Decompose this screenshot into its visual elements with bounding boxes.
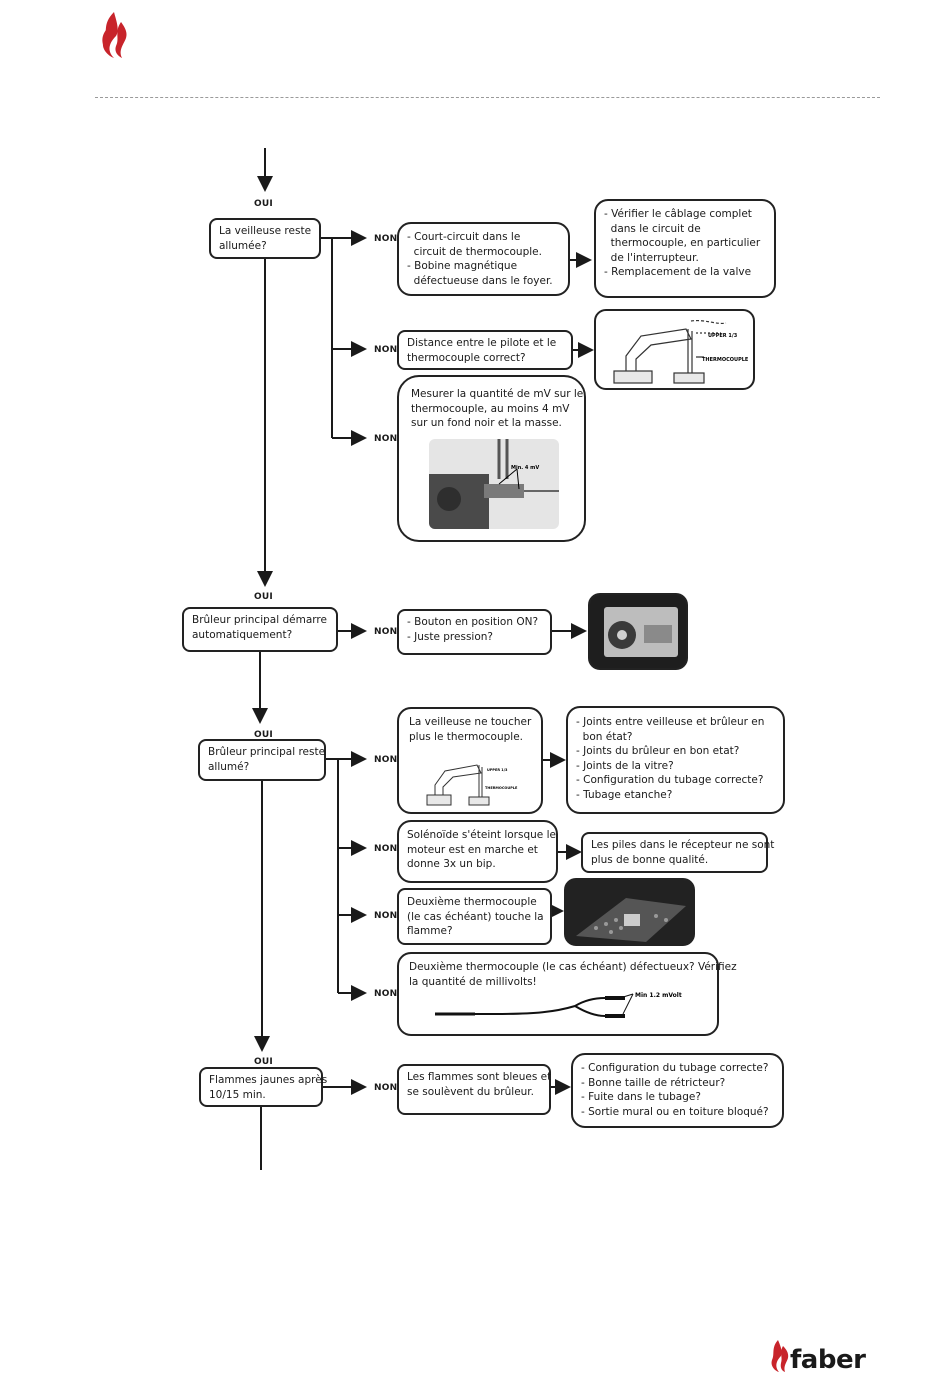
cause-pilot-not-touching: La veilleuse ne toucher plus le thermoco…: [397, 707, 543, 814]
brand-name: faber: [790, 1345, 866, 1374]
text-line: - Court-circuit dans le: [407, 231, 521, 243]
question-main-burner-starts: Brûleur principal démarre automatiquemen…: [182, 607, 338, 652]
text-line: Deuxième thermocouple: [407, 896, 537, 908]
action-replace-batteries: Les piles dans le récepteur ne sont plus…: [581, 832, 775, 873]
text-line: de l'interrupteur.: [604, 251, 699, 264]
text-line: - Joints entre veilleuse et brûleur en: [576, 716, 765, 728]
text-line: La veilleuse reste: [219, 225, 312, 237]
cause-pilot-distance: Distance entre le pilote et le thermocou…: [397, 330, 573, 370]
text-line: - Sortie mural ou en toiture bloqué?: [581, 1105, 769, 1118]
flame-logo-icon: [94, 10, 134, 60]
min-1-2-mvolt-label: Min 1.2 mVolt: [635, 992, 682, 999]
no-label: NON: [374, 434, 398, 444]
valve-photo: Min. 4 mV: [429, 439, 559, 529]
cause-short-circuit: - Court-circuit dans le circuit de therm…: [397, 222, 570, 296]
text-line: Les piles dans le récepteur ne sont: [591, 839, 775, 851]
text-line: 10/15 min.: [209, 1088, 266, 1101]
yes-label: OUI: [254, 199, 273, 209]
no-label: NON: [374, 345, 398, 355]
text-line: Distance entre le pilote et le: [407, 337, 557, 349]
thermocouple-label: THERMOCOUPLE: [702, 357, 749, 363]
action-check-millivolts: Deuxième thermocouple (le cas échéant) d…: [397, 952, 737, 1036]
thermocouple-label: THERMOCOUPLE: [485, 786, 518, 790]
yes-label: OUI: [254, 1057, 273, 1067]
question-main-burner-stays-lit: Brûleur principal reste allumé?: [198, 739, 326, 781]
text-line: - Bobine magnétique: [407, 260, 518, 272]
cause-solenoid-off: Solénoïde s'éteint lorsque le moteur est…: [397, 820, 558, 883]
text-line: thermocouple, au moins 4 mV: [411, 402, 570, 415]
text-line: - Bonne taille de rétricteur?: [581, 1076, 726, 1089]
no-label: NON: [374, 627, 398, 637]
text-line: - Vérifier le câblage complet: [604, 208, 752, 220]
text-line: la quantité de millivolts!: [409, 975, 537, 988]
question-pilot-stays-lit: La veilleuse reste allumée?: [209, 218, 321, 259]
text-line: donne 3x un bip.: [407, 858, 496, 870]
text-line: Flammes jaunes après: [209, 1074, 328, 1086]
text-line: moteur est en marche et: [407, 843, 538, 856]
no-label: NON: [374, 1083, 398, 1093]
action-measure-mv: Mesurer la quantité de mV sur le thermoc…: [397, 375, 586, 542]
burner-photo: [564, 878, 695, 946]
question-yellow-flames: Flammes jaunes après 10/15 min.: [199, 1067, 328, 1107]
text-line: allumé?: [208, 760, 250, 773]
yes-label: OUI: [254, 730, 273, 740]
faber-logo: faber: [768, 1338, 878, 1375]
action-check-flue: - Configuration du tubage correcte? - Bo…: [571, 1053, 784, 1128]
text-line: - Joints de la vitre?: [576, 759, 674, 772]
text-line: Les flammes sont bleues et: [407, 1071, 552, 1083]
flame-logo-icon: [771, 1340, 789, 1372]
text-line: Mesurer la quantité de mV sur le: [411, 388, 584, 400]
thermocouple-diagram-image: UPPER 1/3 THERMOCOUPLE: [594, 309, 755, 390]
text-line: thermocouple correct?: [407, 351, 526, 364]
no-label: NON: [374, 844, 398, 854]
cause-button-on: - Bouton en position ON? - Juste pressio…: [397, 609, 552, 655]
text-line: - Configuration du tubage correcte?: [576, 774, 764, 786]
text-line: - Joints du brûleur en bon etat?: [576, 745, 740, 757]
no-label: NON: [374, 911, 398, 921]
text-line: thermocouple, en particulier: [604, 237, 761, 249]
no-label: NON: [374, 989, 398, 999]
text-line: - Remplacement de la valve: [604, 266, 752, 278]
upper-label: UPPER 1/3: [487, 768, 508, 772]
text-line: plus de bonne qualité.: [591, 853, 709, 866]
text-line: automatiquement?: [192, 628, 293, 641]
text-line: Deuxième thermocouple (le cas échéant) d…: [409, 961, 737, 973]
text-line: flamme?: [407, 925, 453, 937]
text-line: défectueuse dans le foyer.: [407, 274, 553, 287]
text-line: Solénoïde s'éteint lorsque le: [407, 829, 556, 841]
thermocouple-cable-image: Min 1.2 mVolt: [435, 992, 682, 1018]
text-line: Brûleur principal démarre: [192, 614, 327, 626]
text-line: bon état?: [576, 730, 633, 743]
text-line: (le cas échéant) touche la: [407, 910, 544, 923]
text-line: circuit de thermocouple.: [407, 245, 542, 258]
text-line: se soulèvent du brûleur.: [407, 1085, 534, 1098]
action-check-seals: - Joints entre veilleuse et brûleur en b…: [566, 706, 785, 814]
min-4mv-label: Min. 4 mV: [511, 465, 539, 471]
cause-second-thermocouple-flame: Deuxième thermocouple (le cas échéant) t…: [397, 888, 552, 945]
text-line: - Tubage etanche?: [576, 788, 673, 801]
text-line: - Configuration du tubage correcte?: [581, 1062, 769, 1074]
cause-blue-flames: Les flammes sont bleues et se soulèvent …: [397, 1064, 551, 1115]
no-label: NON: [374, 234, 398, 244]
control-knob-photo: [588, 593, 688, 670]
upper-label: UPPER 1/3: [708, 333, 738, 339]
text-line: sur un fond noir et la masse.: [411, 417, 562, 429]
text-line: Brûleur principal reste: [208, 746, 326, 758]
text-line: dans le circuit de: [604, 222, 701, 235]
text-line: - Bouton en position ON?: [407, 616, 539, 628]
no-label: NON: [374, 755, 398, 765]
text-line: allumée?: [219, 239, 267, 252]
text-line: La veilleuse ne toucher: [409, 716, 532, 728]
action-check-wiring: - Vérifier le câblage complet dans le ci…: [594, 199, 776, 298]
yes-label: OUI: [254, 592, 273, 602]
text-line: plus le thermocouple.: [409, 730, 524, 743]
text-line: - Juste pression?: [407, 630, 493, 643]
text-line: - Fuite dans le tubage?: [581, 1091, 701, 1103]
header-divider: [95, 97, 880, 98]
thermocouple-diagram-image: UPPER 1/3 THERMOCOUPLE: [426, 764, 518, 806]
